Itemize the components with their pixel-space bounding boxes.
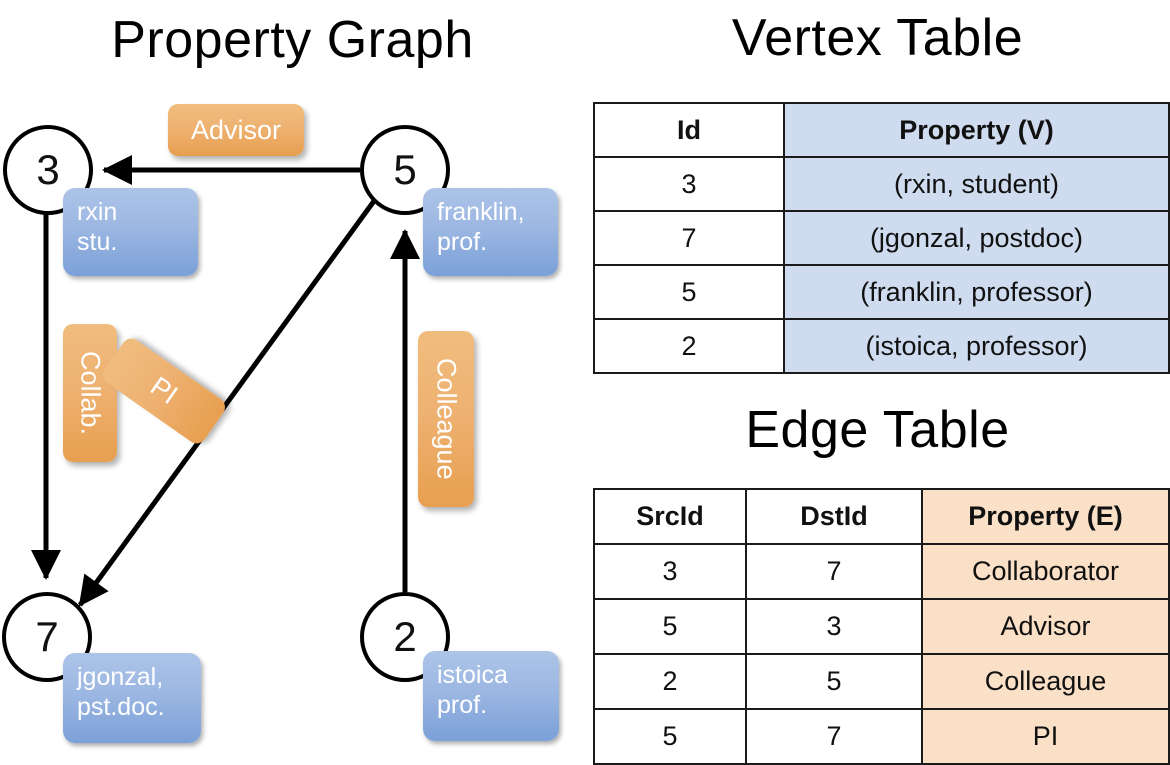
edge-cell-property: Collaborator [921,543,1170,600]
vertex-property-box-3: rxin stu. [63,188,198,276]
edge-cell-property: PI [921,708,1170,765]
page-title-property-graph: Property Graph [111,11,474,69]
graph-node-7-label: 7 [35,613,59,660]
vertex-cell-property: (franklin, professor) [783,264,1170,320]
edge-cell-property: Advisor [921,598,1170,655]
edge-property-box-collab: Collab. [63,324,117,462]
edge-cell-dst: 7 [745,708,923,765]
table-row: 3 (rxin, student) [593,156,1170,212]
page-title-edge-table: Edge Table [745,401,1010,459]
edge-property-box-colleague: Colleague [418,331,474,507]
vertex-cell-id: 5 [593,264,785,320]
vertex-cell-property: (istoica, professor) [783,318,1170,374]
edge-table-header-srcid: SrcId [593,488,747,545]
vertex-property-7-line2: pst.doc. [77,692,165,721]
vertex-table-header-row: Id Property (V) [593,102,1170,158]
edge-property-collab-label: Collab. [75,350,106,436]
edge-property-pi-label: PI [145,370,184,411]
edge-cell-src: 2 [593,653,747,710]
vertex-cell-property: (rxin, student) [783,156,1170,212]
graph-node-2-label: 2 [393,613,417,660]
graph-node-5-label: 5 [393,146,417,193]
vertex-cell-id: 3 [593,156,785,212]
table-row: 2 (istoica, professor) [593,318,1170,374]
graph-edges-svg [31,155,420,607]
edge-cell-dst: 3 [745,598,923,655]
table-row: 5 7 PI [593,708,1170,765]
table-row: 5 3 Advisor [593,598,1170,655]
vertex-property-3-line2: stu. [77,227,118,256]
edge-cell-dst: 7 [745,543,923,600]
vertex-property-7-line1: jgonzal, [77,663,164,691]
edge-property-advisor-label: Advisor [190,114,282,145]
vertex-property-5-line1: franklin, [437,198,525,226]
vertex-cell-id: 7 [593,210,785,266]
graph-node-5[interactable]: 5 [360,125,450,215]
edge-cell-src: 3 [593,543,747,600]
edge-5-to-7 [77,199,377,607]
vertex-property-box-2: istoica prof. [423,651,559,741]
edge-property-colleague-label: Colleague [431,358,462,480]
page-title-vertex-table: Vertex Table [731,9,1024,67]
vertex-property-2-line2: prof. [437,690,488,719]
edge-cell-dst: 5 [745,653,923,710]
edge-property-box-advisor: Advisor [168,104,304,156]
vertex-property-3-line1: rxin [77,198,118,226]
vertex-property-box-5: franklin, prof. [423,188,558,276]
property-graph-diagram: 3 5 7 2 rxin stu. franklin, prof. jgonza… [0,0,585,760]
edge-cell-src: 5 [593,708,747,765]
edge-table-header-dstid: DstId [745,488,923,545]
vertex-cell-property: (jgonzal, postdoc) [783,210,1170,266]
graph-node-2[interactable]: 2 [360,592,450,682]
edge-cell-src: 5 [593,598,747,655]
table-row: 5 (franklin, professor) [593,264,1170,320]
vertex-property-5-line2: prof. [437,227,488,256]
table-row: 2 5 Colleague [593,653,1170,710]
vertex-property-2-line1: istoica [437,661,508,689]
edge-table-header-row: SrcId DstId Property (E) [593,488,1170,545]
vertex-cell-id: 2 [593,318,785,374]
edge-table: SrcId DstId Property (E) 3 7 Collaborato… [593,488,1170,765]
vertex-table-header-property: Property (V) [783,102,1170,158]
vertex-table-header-id: Id [593,102,785,158]
table-row: 7 (jgonzal, postdoc) [593,210,1170,266]
graph-node-3-label: 3 [36,146,60,193]
vertex-property-box-7: jgonzal, pst.doc. [63,653,201,743]
vertex-table: Id Property (V) 3 (rxin, student) 7 (jgo… [593,102,1170,374]
edge-cell-property: Colleague [921,653,1170,710]
edge-table-header-property: Property (E) [921,488,1170,545]
table-row: 3 7 Collaborator [593,543,1170,600]
